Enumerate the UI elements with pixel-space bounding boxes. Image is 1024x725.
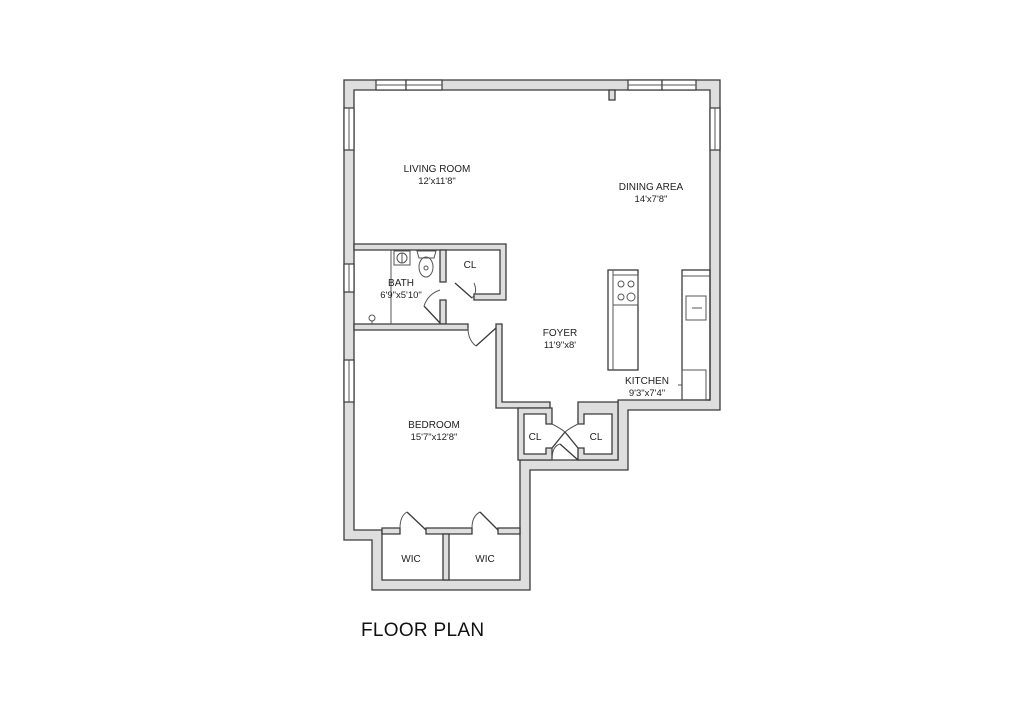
exterior-walls bbox=[343, 79, 721, 591]
living-room-label: LIVING ROOM bbox=[404, 164, 471, 175]
bath-closet-label: CL bbox=[464, 260, 477, 271]
doors bbox=[399, 282, 579, 531]
living-room-size: 12'x11'8" bbox=[418, 176, 455, 187]
bedroom-size: 15'7"x12'8" bbox=[411, 432, 458, 443]
refrigerator-icon bbox=[681, 369, 707, 401]
wic-right-label: WIC bbox=[475, 554, 494, 565]
dining-area-size: 14'x7'8" bbox=[635, 194, 668, 205]
toilet-icon bbox=[418, 256, 434, 278]
kitchen-fixtures bbox=[607, 269, 711, 401]
toilet-tank-icon bbox=[416, 250, 437, 259]
bath-fixtures bbox=[368, 250, 437, 324]
foyer-closet-left-label: CL bbox=[529, 432, 542, 443]
foyer-size: 11'9"x8' bbox=[544, 340, 576, 351]
bath-label: BATH bbox=[388, 278, 414, 289]
sink-icon bbox=[393, 250, 411, 266]
bedroom-label: BEDROOM bbox=[408, 420, 460, 431]
dining-area-label: DINING AREA bbox=[619, 182, 684, 193]
stove-icon bbox=[612, 274, 639, 306]
windows bbox=[343, 79, 721, 403]
kitchen-label: KITCHEN bbox=[625, 376, 669, 387]
foyer-closet-right-label: CL bbox=[590, 432, 603, 443]
shower-head-icon bbox=[368, 314, 376, 322]
wic-left-label: WIC bbox=[401, 554, 420, 565]
kitchen-size: 9'3"x7'4" bbox=[629, 388, 665, 399]
kitchen-sink-icon bbox=[685, 295, 707, 321]
bath-size: 6'9"x5'10" bbox=[380, 290, 422, 301]
floor-plan-title: FLOOR PLAN bbox=[361, 620, 485, 641]
room-labels: LIVING ROOM 12'x11'8" DINING AREA 14'x7'… bbox=[380, 164, 683, 565]
foyer-label: FOYER bbox=[543, 328, 577, 339]
